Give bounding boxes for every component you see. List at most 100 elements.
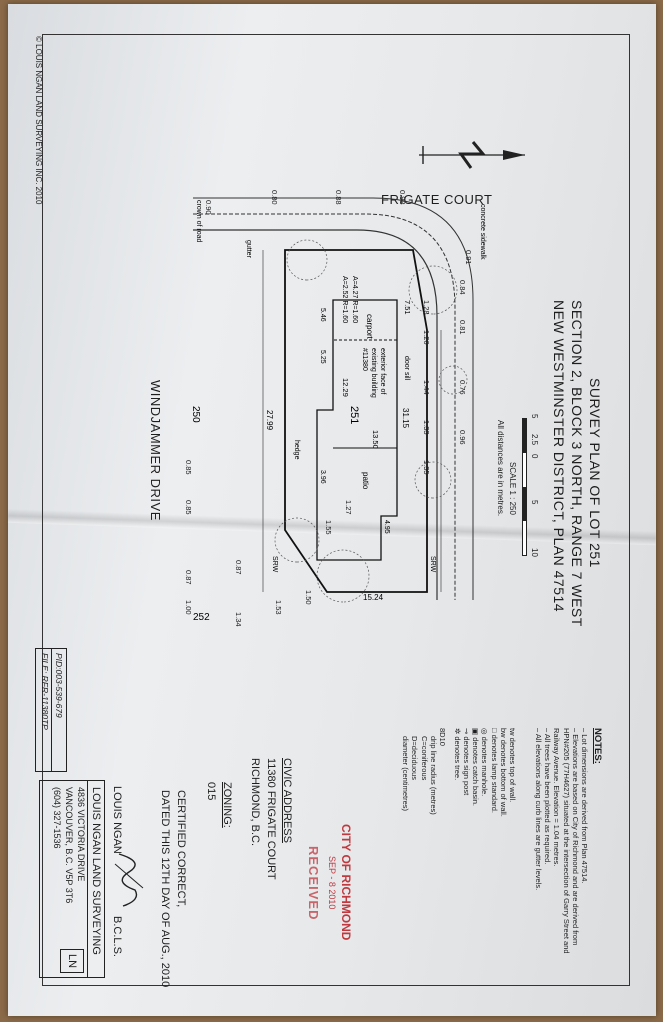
dim-3-96: 3.96 (319, 470, 326, 484)
elevation-label: 1.33 (422, 420, 431, 435)
tree-icon (286, 239, 328, 281)
stamp-city: CITY OF RICHMOND (339, 824, 353, 941)
elevation-label: 1.44 (422, 380, 431, 395)
manhole-icon: ◎ (480, 728, 490, 735)
elevation-label: 0.91 (464, 250, 473, 265)
label-carport: carport (365, 314, 374, 340)
legend-item: ◎ denotes manhole. (480, 728, 489, 868)
building-footprint (316, 299, 398, 561)
elevation-label: 0.96 (458, 430, 467, 445)
note-item: – All trees have been plotted as require… (543, 728, 553, 865)
elevation-label: 1.55 (324, 520, 333, 535)
scale-tick-label: 5 (530, 414, 539, 419)
elevation-label: 1.28 (422, 300, 431, 315)
tree-icon (316, 549, 370, 603)
legend-item: ▣ denotes catch basin. (471, 728, 480, 868)
legend-item: ⊸ denotes sign post (462, 728, 471, 868)
scale-bar-graphic (522, 418, 527, 556)
note-item: – All elevations along curb lines are gu… (533, 728, 543, 891)
title-line-2: SECTION 2, BLOCK 3 NORTH, RANGE 7 WEST (569, 300, 585, 627)
elevation-label: 1.50 (304, 590, 313, 605)
elevation-label: 0.98 (398, 190, 407, 205)
label-srw-bottom: SRW (271, 556, 278, 573)
dim-frontage: 27.99 (265, 410, 274, 431)
tree-icon: ✲ (452, 728, 462, 735)
elevation-label: 0.88 (334, 190, 343, 205)
survey-sheet (8, 4, 656, 1016)
legend-item: □ denotes lamp standard. (489, 728, 499, 868)
company-phone: (604) 327-1536 (52, 787, 62, 849)
certification-line-2: DATED THIS 12TH DAY OF AUG., 2010 (159, 790, 171, 988)
surveyor-signature-icon (114, 853, 144, 907)
tree-legend-line: D=deciduous (410, 736, 420, 780)
zoning-label: ZONING: (221, 782, 233, 828)
tree-legend: 8D10 drip line radius (metres) C=conifer… (401, 728, 447, 868)
dim-7-51: 7.51 (403, 300, 412, 315)
tree-icon (408, 265, 458, 315)
notes-heading: NOTES: (592, 728, 603, 764)
elevation-label: 0.87 (184, 570, 193, 585)
tree-legend-line: drip line radius (metres) (428, 736, 438, 815)
elevation-label: 1.35 (422, 460, 431, 475)
scale-tick-label: 2.5 (530, 434, 539, 446)
dim-12-29: 12.29 (341, 378, 350, 397)
note-item: – Lot dimensions are derived from Plan 4… (580, 728, 589, 884)
site-plan: 31.15 27.99 15.24 13.50 12.29 7.51 4.95 … (190, 197, 486, 623)
legend-item: ✲ denotes tree. (453, 728, 462, 868)
certification-line-1: CERTIFIED CORRECT, (175, 790, 187, 908)
units-note: All distances are in metres. (496, 420, 505, 517)
tree-icon (274, 517, 320, 563)
title-line-1: SURVEY PLAN OF LOT 251 (587, 378, 603, 568)
elevation-label: 0.76 (458, 380, 467, 395)
legend-symbol: tw (508, 728, 517, 736)
scale-tick-label: 0 (530, 454, 539, 459)
tree-icon (438, 365, 468, 395)
legend: tw denotes top of wall. bw denotes botto… (453, 728, 517, 868)
company-logo-icon: LN (60, 949, 84, 973)
file-number: FILE: RFR-11380TP (39, 649, 52, 771)
legend-text: denotes bottom of wall. (498, 739, 508, 817)
legend-symbol: bw (498, 728, 508, 738)
tree-icon (414, 461, 452, 499)
legend-text: denotes manhole. (480, 736, 490, 797)
lamp-standard-icon: □ (489, 728, 499, 733)
label-concrete-sidewalk: concrete sidewalk (479, 204, 486, 260)
surveyor-designation: B.C.L.S. (111, 916, 123, 957)
label-curve-mid: A=2.52 R=1.60 (341, 276, 348, 323)
civic-heading: CIVIC ADDRESS (281, 758, 293, 843)
label-patio: patio (361, 472, 370, 490)
label-srw-top: SRW (429, 556, 436, 573)
legend-text: denotes sign post (461, 736, 471, 796)
sign-post-icon: ⊸ (461, 728, 471, 735)
dim-4-95: 4.95 (383, 520, 390, 534)
sidewalk-line (193, 229, 438, 600)
tree-legend-code: 8D10 (438, 728, 447, 746)
elevation-label: 0.81 (458, 320, 467, 335)
elevation-label: 1.00 (184, 600, 193, 615)
label-hedge: hedge (293, 440, 300, 460)
elevation-label: 1.26 (422, 330, 431, 345)
legend-item: tw denotes top of wall. (508, 728, 517, 868)
label-curve-top: A=4.27 R=1.60 (351, 276, 358, 323)
stamp-date: SEP - 8 2010 (327, 856, 337, 910)
surveyor-name: LOUIS NGAN (111, 786, 123, 854)
elevation-label: 0.90 (204, 200, 213, 215)
company-box: LOUIS NGAN LAND SURVEYING 4836 VICTORIA … (39, 780, 105, 978)
catch-basin-icon: ▣ (471, 728, 481, 736)
civic-line-1: 11380 FRIGATE COURT (265, 758, 277, 880)
civic-line-2: RICHMOND, B.C. (249, 758, 261, 846)
elevation-label: 1.53 (274, 600, 283, 615)
company-address-2: VANCOUVER, B.C. V5P 3T6 (64, 787, 74, 904)
elevation-label: 0.84 (458, 280, 467, 295)
elevation-label: 0.85 (184, 500, 193, 515)
company-address-1: 4836 VICTORIA DRIVE (76, 787, 86, 882)
title-line-3: NEW WESTMINSTER DISTRICT, PLAN 47514 (551, 300, 567, 613)
zoning-value: 015 (205, 782, 217, 801)
dim-13-50: 13.50 (371, 430, 380, 449)
legend-text: denotes top of wall. (508, 737, 517, 803)
elevation-label: 1.34 (234, 612, 243, 627)
gutter-line (193, 213, 456, 600)
elevation-label: 0.87 (234, 560, 243, 575)
label-door-sill: door sill (403, 356, 410, 381)
file-box: PID:003-539-679 FILE: RFR-11380TP (35, 648, 67, 772)
